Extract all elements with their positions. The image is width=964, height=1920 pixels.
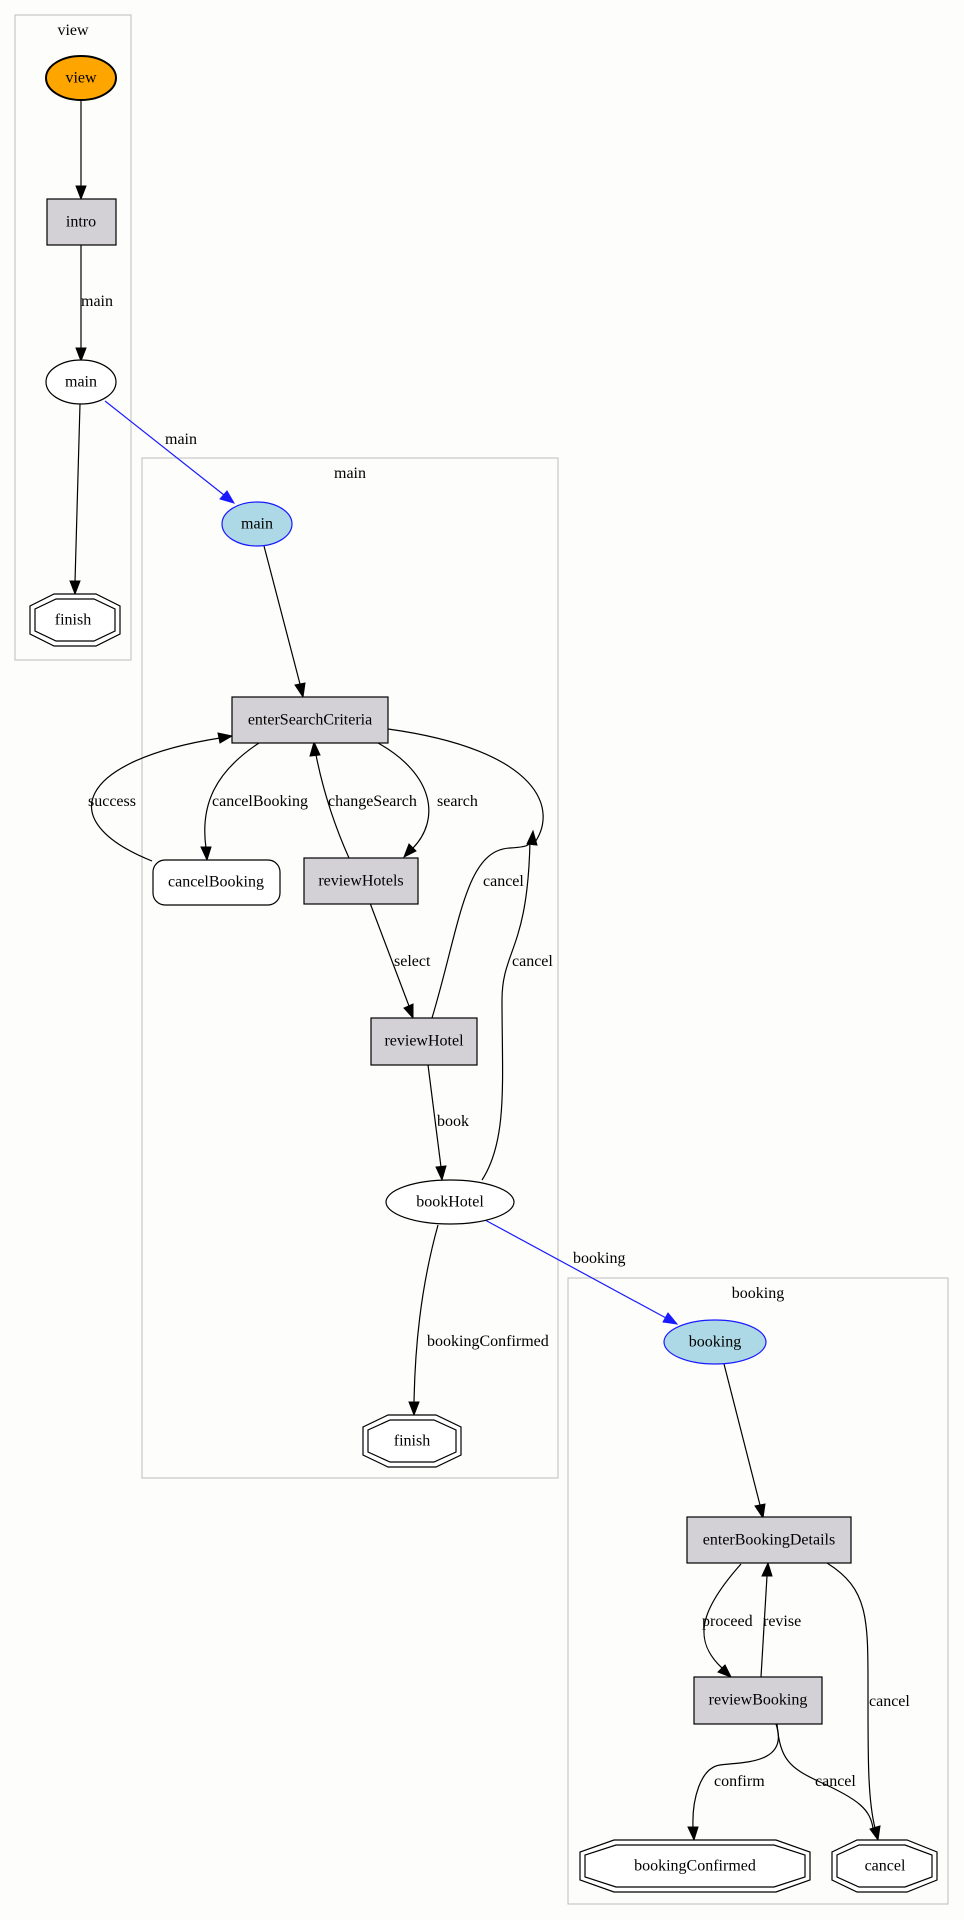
node-enter-search-criteria: enterSearchCriteria — [231, 696, 389, 744]
edge-cancelbooking: cancelBooking — [200, 742, 308, 862]
edge-search: search — [377, 742, 478, 859]
edge-select: select — [369, 902, 431, 1020]
node-view-start: view — [45, 55, 117, 101]
edge-label-confirm: confirm — [714, 1773, 765, 1790]
edge-main-finish-view — [69, 403, 81, 596]
node-main-subflow: main — [45, 359, 117, 405]
node-main-subflow-label: main — [65, 374, 97, 391]
edge-label-cancelbooking: cancelBooking — [212, 793, 308, 810]
edge-label-search: search — [437, 793, 478, 810]
cluster-booking-title: booking — [732, 1285, 784, 1302]
node-booking-confirmed: bookingConfirmed — [579, 1839, 811, 1893]
edge-esc-loop — [387, 728, 544, 846]
edge-label-cancel-review: cancel — [815, 1773, 856, 1790]
edge-view-intro — [75, 101, 87, 201]
edge-label-cancel-details: cancel — [869, 1693, 910, 1710]
edge-label-revise: revise — [763, 1613, 801, 1630]
cluster-main-title: main — [334, 465, 366, 482]
edge-label-cancel-hotel: cancel — [483, 873, 524, 890]
node-book-hotel: bookHotel — [385, 1179, 515, 1225]
node-main-start: main — [221, 501, 293, 547]
node-view-finish-label: finish — [55, 612, 91, 629]
edge-booking-link: booking — [484, 1219, 679, 1325]
edge-label-success: success — [88, 793, 136, 810]
edge-label-main-to-main: main — [165, 431, 197, 448]
node-booking-cancel: cancel — [831, 1839, 938, 1893]
node-review-booking-label: reviewBooking — [709, 1692, 808, 1709]
edge-intro-main: main — [75, 245, 113, 363]
edge-cancel-details: cancel — [826, 1562, 910, 1842]
node-review-hotels: reviewHotels — [303, 857, 419, 905]
edge-revise: revise — [760, 1561, 801, 1678]
edge-label-changesearch: changeSearch — [328, 793, 417, 810]
edge-proceed: proceed — [702, 1563, 753, 1678]
node-booking-start-label: booking — [689, 1334, 741, 1351]
node-intro: intro — [46, 198, 117, 246]
edge-booking-ebd — [723, 1363, 766, 1520]
node-enter-search-criteria-label: enterSearchCriteria — [248, 712, 372, 729]
node-main-finish: finish — [362, 1414, 462, 1468]
node-enter-booking-details: enterBookingDetails — [686, 1516, 852, 1564]
cluster-view: view — [14, 14, 132, 661]
edge-label-cancel-book: cancel — [512, 953, 553, 970]
node-enter-booking-details-label: enterBookingDetails — [703, 1532, 835, 1549]
node-cancel-booking: cancelBooking — [152, 859, 281, 906]
node-review-booking: reviewBooking — [693, 1676, 823, 1725]
edge-cancel-hotel: cancel — [431, 829, 538, 1019]
node-cancel-booking-label: cancelBooking — [168, 874, 264, 891]
edge-bookingconfirmed: bookingConfirmed — [408, 1224, 549, 1417]
cluster-main: main — [141, 457, 559, 1479]
node-booking-start: booking — [663, 1319, 767, 1365]
edge-label-book: book — [437, 1113, 469, 1130]
node-main-finish-label: finish — [394, 1433, 430, 1450]
node-review-hotel: reviewHotel — [370, 1017, 478, 1066]
node-main-start-label: main — [241, 516, 273, 533]
edge-success: success — [88, 732, 234, 862]
cluster-view-title: view — [57, 22, 89, 39]
edge-mainstart-esc — [263, 545, 306, 699]
node-view-finish: finish — [29, 593, 121, 647]
node-view-start-label: view — [65, 70, 97, 87]
node-intro-label: intro — [66, 214, 96, 231]
edge-label-bookingconfirmed: bookingConfirmed — [427, 1333, 549, 1350]
edge-confirm: confirm — [687, 1723, 779, 1842]
edge-label-proceed: proceed — [702, 1613, 753, 1630]
edge-label-intro-main: main — [81, 293, 113, 310]
edge-label-booking-link: booking — [573, 1250, 625, 1267]
cluster-booking: booking — [567, 1277, 949, 1905]
node-book-hotel-label: bookHotel — [416, 1194, 484, 1211]
edge-cancel-book: cancel — [481, 839, 553, 1181]
edge-main-to-main: main — [104, 400, 236, 504]
node-booking-cancel-label: cancel — [865, 1858, 906, 1875]
edge-book: book — [427, 1064, 469, 1182]
edge-label-select: select — [394, 953, 431, 970]
node-review-hotels-label: reviewHotels — [318, 873, 403, 890]
node-booking-confirmed-label: bookingConfirmed — [634, 1858, 756, 1875]
node-review-hotel-label: reviewHotel — [384, 1033, 464, 1050]
edge-cancel-review: cancel — [776, 1723, 874, 1829]
edge-changesearch: changeSearch — [309, 740, 417, 859]
